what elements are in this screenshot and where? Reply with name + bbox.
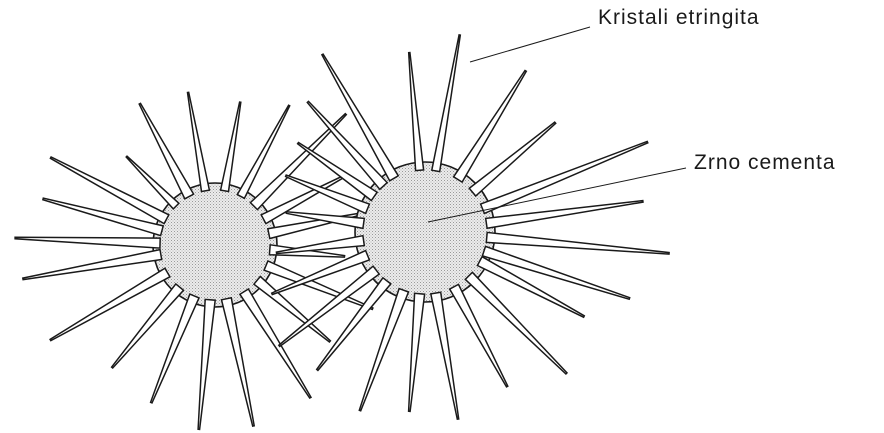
label-cement-grain: Zrno cementa — [694, 151, 836, 175]
ettringite-crystal — [139, 103, 193, 198]
ettringite-crystal — [454, 71, 527, 183]
ettringite-crystal — [276, 236, 364, 254]
grain-left — [15, 92, 373, 429]
ettringite-crystal — [15, 237, 160, 248]
leader-line-crystals — [470, 27, 590, 62]
ettringite-crystal — [188, 92, 210, 191]
label-ettringite-crystals: Kristali etringita — [598, 6, 760, 30]
ettringite-crystal — [240, 289, 311, 398]
ettringite-crystal — [432, 35, 461, 172]
ettringite-crystal — [50, 268, 170, 340]
ettringite-crystal — [431, 292, 459, 419]
ettringite-crystal — [409, 293, 425, 411]
ettringite-crystal — [23, 250, 162, 280]
ettringite-crystal — [221, 102, 241, 191]
grain-right — [272, 35, 669, 419]
ettringite-crystal — [409, 53, 424, 171]
ettringite-crystal — [465, 272, 567, 374]
ettringite-crystal — [222, 298, 255, 426]
ettringite-crystal — [486, 232, 669, 254]
ettringite-crystal — [198, 299, 215, 429]
